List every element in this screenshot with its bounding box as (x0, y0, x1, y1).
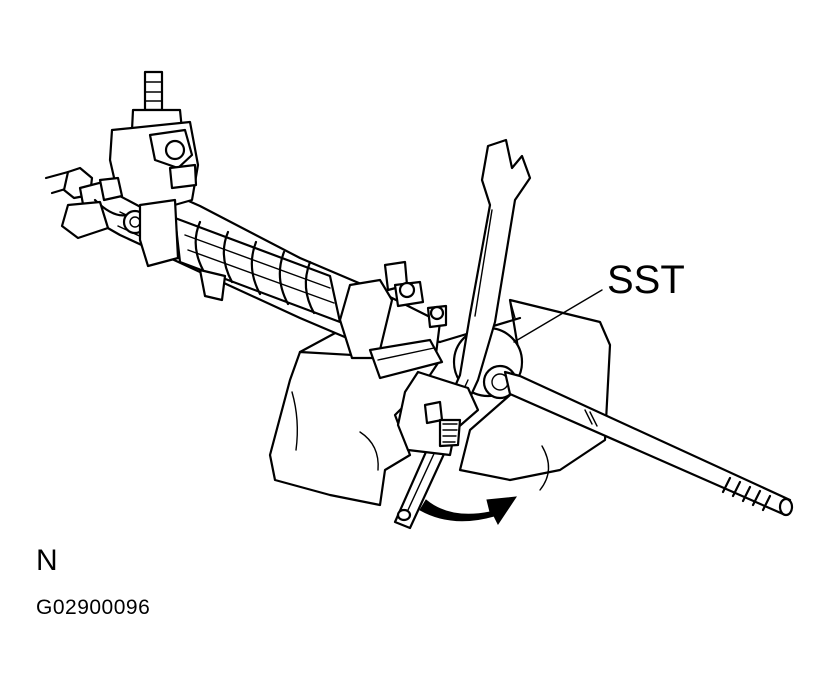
sst-leader-line (513, 289, 603, 343)
rotation-arrow (419, 496, 518, 525)
right-tie-rod (503, 370, 794, 517)
figure-code: G02900096 (36, 596, 151, 619)
holding-wrench (396, 370, 480, 457)
sst-callout-label: SST (607, 258, 685, 302)
mount-bracket (60, 176, 124, 240)
valve-housing (108, 70, 227, 302)
orientation-label: N (36, 544, 58, 577)
rack-end-housing (338, 260, 448, 380)
